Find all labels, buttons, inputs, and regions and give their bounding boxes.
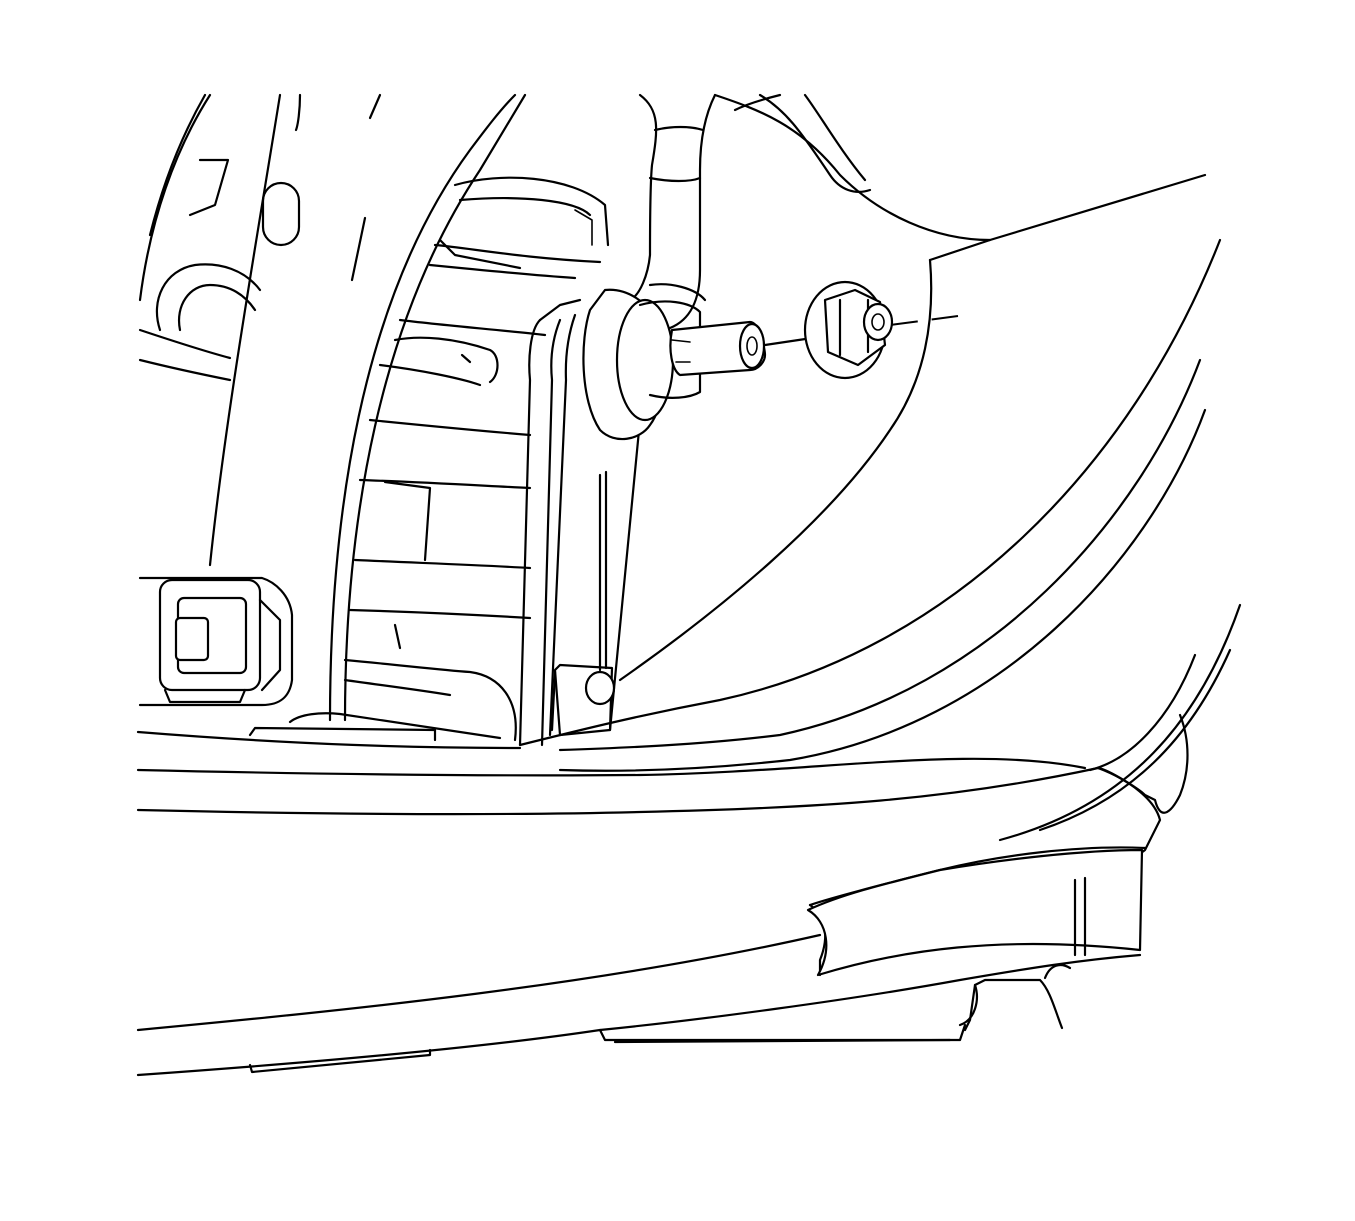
stabilizer-link-ball-stud xyxy=(582,93,767,441)
body-structure xyxy=(138,93,527,722)
upper-frame xyxy=(618,93,1207,682)
coil-spring xyxy=(343,176,610,742)
wheel-opening-panel xyxy=(518,238,1242,842)
link-lower-bushing xyxy=(584,670,616,706)
stabilizer-link xyxy=(518,298,642,747)
body-hole xyxy=(261,181,301,247)
lower-control-arm xyxy=(136,712,1162,1077)
assembly-centerline xyxy=(763,315,959,347)
wiring-harness-connector xyxy=(138,576,294,707)
stabilizer-link-nut xyxy=(803,280,894,380)
